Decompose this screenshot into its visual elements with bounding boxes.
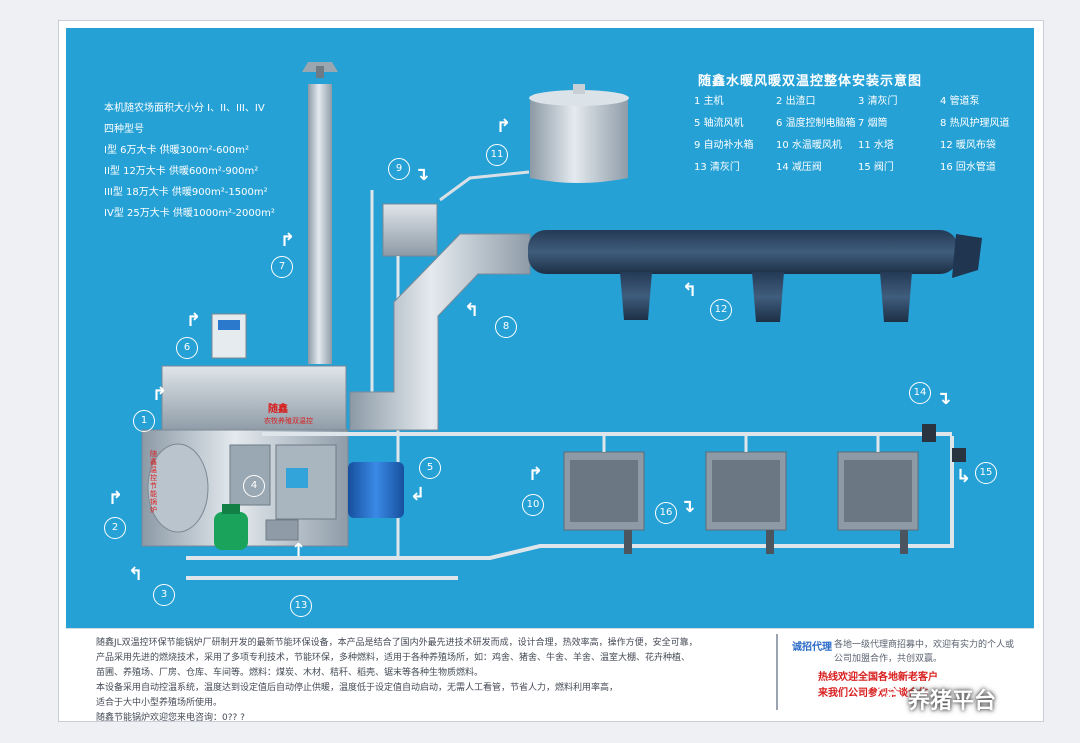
air-distribution-bag [528, 230, 982, 322]
legend-item-12: 12 暖风布袋 [940, 139, 996, 151]
legend-item-11: 11 水塔 [858, 139, 894, 151]
callout-14: 14 [909, 382, 931, 404]
arrow-icon: ↱ [186, 310, 202, 331]
legend: 1 主机 2 出渣口 3 清灰门 4 管道泵 5 轴流风机 6 温度控制电脑箱 … [694, 88, 1024, 176]
legend-row: 9 自动补水箱 10 水温暖风机 11 水塔 12 暖风布袋 [694, 132, 1024, 154]
callout-7: 7 [271, 256, 293, 278]
callout-9: 9 [388, 158, 410, 180]
legend-row: 5 轴流风机 6 温度控制电脑箱 7 烟筒 8 热风护理风道 [694, 110, 1024, 132]
arrow-icon: ↴ [414, 164, 430, 185]
legend-item-13: 13 清灰门 [694, 161, 740, 173]
pipeline-pump [214, 504, 248, 550]
watermark-text: 养猪平台 [908, 689, 997, 714]
callout-12: 12 [710, 299, 732, 321]
main-boiler [141, 365, 349, 547]
contact-highlight: 热线欢迎全国各地新老客户 来我们公司参观洽谈合作 [818, 670, 938, 702]
water-supply-pipe [439, 170, 530, 202]
contact-heading: 诚招代理 [792, 642, 832, 653]
arrow-icon: ↱ [108, 488, 124, 509]
callout-8: 8 [495, 316, 517, 338]
contact-line-1: 热线欢迎全国各地新老客户 [818, 672, 938, 683]
axial-fan [348, 462, 404, 518]
wechat-logo-icon [876, 685, 904, 708]
description-line: 苗圃、养殖场、厂房、仓库、车间等。燃料：煤炭、木材、秸秆、稻壳、锯末等各种生物质… [96, 668, 484, 678]
model-heading: 本机随农场面积大小分 I、II、III、IV [104, 103, 265, 114]
legend-row: 13 清灰门 14 减压阀 15 阀门 16 回水管道 [694, 154, 1024, 176]
callout-6: 6 [176, 337, 198, 359]
callout-1: 1 [133, 410, 155, 432]
chimney [302, 62, 338, 364]
temperature-control-box [211, 313, 247, 359]
legend-item-5: 5 轴流风机 [694, 117, 744, 129]
legend-item-14: 14 减压阀 [776, 161, 822, 173]
water-tower [529, 84, 629, 183]
model-subheading: 四种型号 [104, 124, 144, 135]
arrow-icon: ↴ [936, 388, 952, 409]
legend-item-6: 6 温度控制电脑箱 [776, 117, 856, 129]
legend-row: 1 主机 2 出渣口 3 清灰门 4 管道泵 [694, 88, 1024, 110]
legend-item-9: 9 自动补水箱 [694, 139, 754, 151]
callout-15: 15 [975, 462, 997, 484]
description-line: 本设备采用自动控温系统，温度达到设定值后自动停止供暖，温度低于设定值自动启动，无… [96, 683, 619, 693]
arrow-icon: ↲ [410, 484, 426, 505]
legend-item-4: 4 管道泵 [940, 95, 980, 107]
arrow-icon: ↱ [496, 116, 512, 137]
pressure-reducing-valve [922, 424, 936, 442]
arrow-icon: ↴ [680, 496, 696, 517]
hot-air-duct [349, 233, 531, 431]
model-item: I型 6万大卡 供暖300m²-600m² [104, 145, 249, 156]
contact-box: 诚招代理 各地一级代理商招募中，欢迎有实力的个人或公司加盟合作，共创双赢。 热线… [776, 634, 1024, 710]
arrow-icon: ↱ [528, 464, 544, 485]
boiler-brand-label: 随鑫 [268, 404, 288, 415]
description-line: 适合于大中小型养殖场所使用。 [96, 698, 223, 708]
arrow-icon: ↱ [280, 230, 296, 251]
legend-item-2: 2 出渣口 [776, 95, 816, 107]
contact-text: 各地一级代理商招募中，欢迎有实力的个人或公司加盟合作，共创双赢。 [834, 640, 1015, 664]
callout-2: 2 [104, 517, 126, 539]
model-item: IV型 25万大卡 供暖1000m²-2000m² [104, 208, 275, 219]
model-item: III型 18万大卡 供暖900m²-1500m² [104, 187, 268, 198]
callout-5: 5 [419, 457, 441, 479]
auto-water-box [382, 203, 438, 257]
description-line: 随鑫JL双温控环保节能锅炉厂研制开发的最新节能环保设备，本产品是结合了国内外最先… [96, 638, 698, 648]
diagram-title: 随鑫水暖风暖双温控整体安装示意图 [698, 74, 923, 89]
legend-item-3: 3 清灰门 [858, 95, 898, 107]
callout-3: 3 [153, 584, 175, 606]
description-line: 随鑫节能锅炉欢迎您来电咨询：0?? ? [96, 713, 245, 723]
legend-item-7: 7 烟筒 [858, 117, 888, 129]
boiler-sub-label: 农牧养殖双温控 [264, 417, 313, 425]
description-text: 随鑫JL双温控环保节能锅炉厂研制开发的最新节能环保设备，本产品是结合了国内外最先… [96, 636, 756, 726]
callout-10: 10 [522, 494, 544, 516]
model-list: 本机随农场面积大小分 I、II、III、IV 四种型号 I型 6万大卡 供暖30… [104, 98, 275, 224]
return-pipe [186, 436, 954, 560]
arrow-icon: ↰ [464, 300, 480, 321]
arrow-icon: ↰ [128, 564, 144, 585]
callout-16: 16 [655, 502, 677, 524]
description-panel [66, 628, 1034, 717]
legend-item-16: 16 回水管道 [940, 161, 996, 173]
arrow-icon: ↰ [682, 280, 698, 301]
valve [952, 448, 966, 462]
model-item: II型 12万大卡 供暖600m²-900m² [104, 166, 259, 177]
callout-4: 4 [243, 475, 265, 497]
description-line: 产品采用先进的燃烧技术，采用了多项专利技术，节能环保，多种燃料，适用于各种养殖场… [96, 653, 691, 663]
arrow-icon: ↱ [152, 384, 168, 405]
arrow-icon: ↳ [956, 466, 972, 487]
legend-item-15: 15 阀门 [858, 161, 894, 173]
boiler-side-label: 随鑫温控节能锅炉 [150, 450, 157, 514]
legend-item-10: 10 水温暖风机 [776, 139, 842, 151]
arrow-icon: ↑ [291, 540, 307, 561]
callout-11: 11 [486, 144, 508, 166]
water-heater-2 [705, 434, 787, 554]
legend-item-1: 1 主机 [694, 95, 724, 107]
legend-item-8: 8 热风护理风道 [940, 117, 1010, 129]
contact-line-2: 来我们公司参观洽谈合作 [818, 688, 928, 699]
water-heater-1 [563, 434, 645, 554]
water-heater-3 [837, 434, 919, 554]
callout-13: 13 [290, 595, 312, 617]
